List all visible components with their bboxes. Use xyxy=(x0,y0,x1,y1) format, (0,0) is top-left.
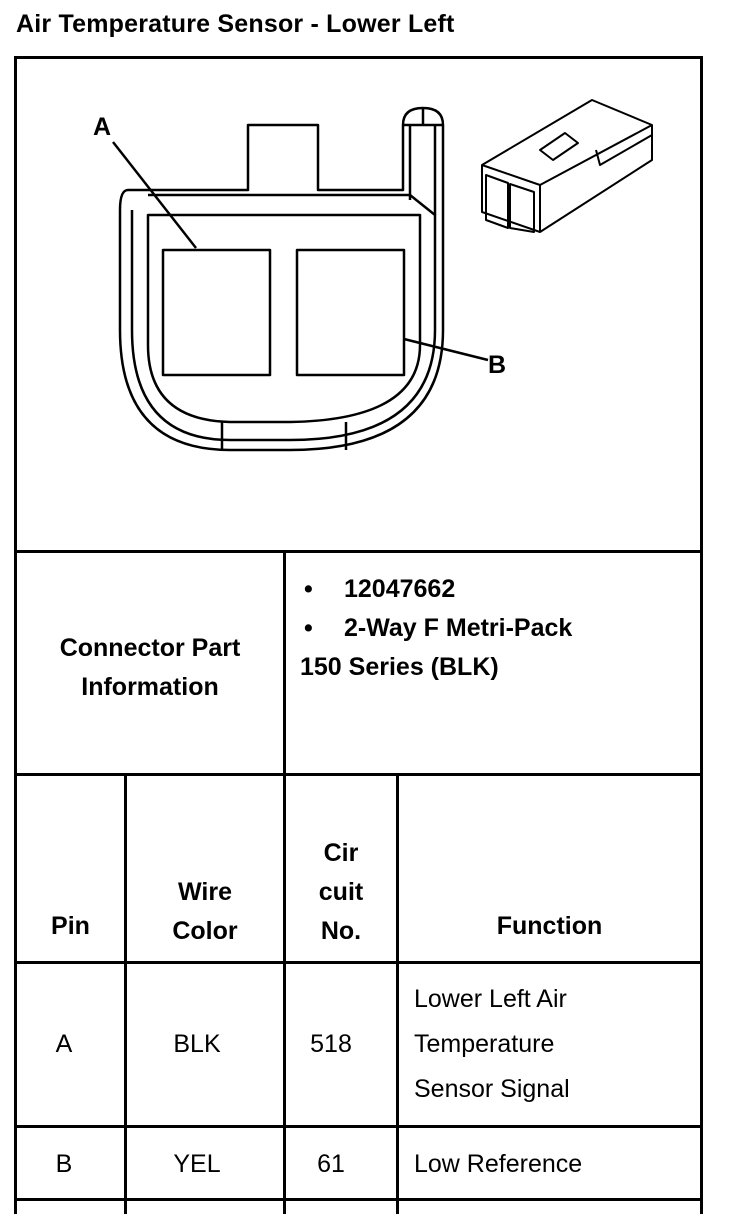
header-wire-color: Wire Color xyxy=(172,878,238,945)
row-b-circuit: 61 xyxy=(317,1150,345,1178)
connector-diagram xyxy=(112,99,653,452)
table-border-right xyxy=(700,56,703,1214)
bullet-glyph: • xyxy=(304,614,313,642)
row-a-function: Lower Left Air Temperature Sensor Signal xyxy=(414,985,570,1103)
row-a-pin: A xyxy=(55,1030,73,1058)
leader-line-a xyxy=(112,141,197,249)
diagram-label-a: A xyxy=(93,113,112,141)
connector-inner-outline xyxy=(130,193,437,442)
bullet-glyph: • xyxy=(304,575,313,603)
connector-type-continued: 150 Series (BLK) xyxy=(300,653,499,681)
table-border-left xyxy=(14,56,17,1214)
cavity-a xyxy=(161,248,272,377)
part-number: •12047662 xyxy=(300,570,572,609)
row-b-pin: B xyxy=(55,1150,73,1178)
connector-type: •2-Way F Metri-Pack xyxy=(300,609,572,648)
diagram-label-b: B xyxy=(488,351,507,379)
header-pin: Pin xyxy=(51,912,90,940)
page-title: Air Temperature Sensor - Lower Left xyxy=(16,10,455,38)
table-border-top xyxy=(14,56,703,59)
divider-connector-info xyxy=(14,773,703,776)
divider-row-b xyxy=(14,1198,703,1201)
leader-line-b xyxy=(403,337,489,362)
connector-info-label: Connector Part Information xyxy=(59,634,241,701)
row-a-circuit: 518 xyxy=(310,1030,352,1058)
divider-header xyxy=(14,961,703,964)
divider-diagram xyxy=(14,550,703,553)
divider-col-wire xyxy=(124,773,127,1214)
cavity-b xyxy=(295,248,406,377)
divider-info-vertical xyxy=(283,550,286,1214)
connector-inner-recess xyxy=(146,213,422,424)
row-b-function: Low Reference xyxy=(414,1150,583,1178)
connector-info-values: •12047662 •2-Way F Metri-Pack 150 Series… xyxy=(300,570,572,687)
header-function: Function xyxy=(496,912,603,940)
connector-thumbnail xyxy=(481,99,653,233)
row-a-color: BLK xyxy=(173,1030,221,1058)
header-circuit-no: Cir cuit No. xyxy=(318,839,364,945)
divider-row-a xyxy=(14,1125,703,1128)
connector-body-outline xyxy=(118,106,445,452)
divider-col-function xyxy=(396,773,399,1214)
row-b-color: YEL xyxy=(173,1150,221,1178)
